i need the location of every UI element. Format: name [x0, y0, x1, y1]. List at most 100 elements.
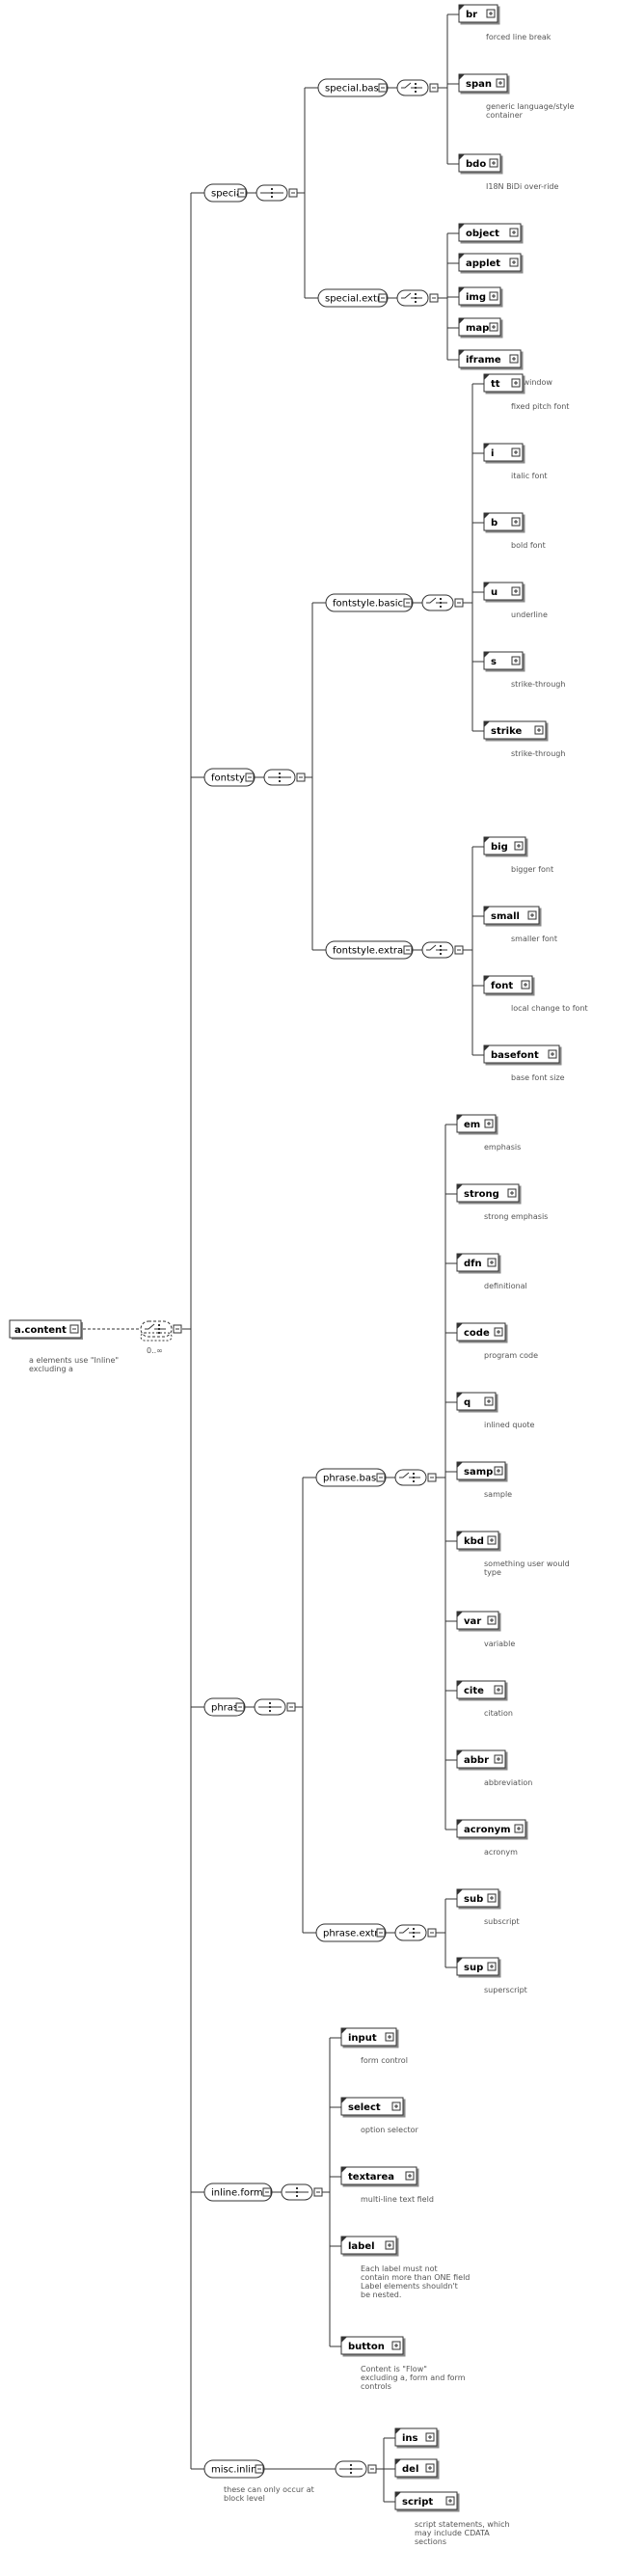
- compositor-misc-inline[interactable]: [335, 2460, 377, 2478]
- expand-icon[interactable]: [494, 1327, 503, 1337]
- root-choice-compositor[interactable]: [140, 1320, 182, 1338]
- collapse-icon[interactable]: [454, 945, 464, 955]
- element-sub[interactable]: sub: [456, 1888, 501, 1910]
- element-map[interactable]: map: [458, 317, 503, 339]
- element-select[interactable]: select: [340, 2097, 406, 2118]
- expand-icon[interactable]: [534, 725, 544, 735]
- compositor-fontstyle-basic[interactable]: [421, 594, 464, 611]
- compositor-special-basic[interactable]: [396, 79, 439, 96]
- expand-icon[interactable]: [487, 1535, 497, 1545]
- expand-icon[interactable]: [548, 1049, 557, 1059]
- compositor-special-extra[interactable]: [396, 289, 439, 307]
- collapse-icon[interactable]: [378, 83, 388, 93]
- element-br[interactable]: br: [458, 4, 500, 25]
- element-sup[interactable]: sup: [456, 1957, 501, 1978]
- collapse-icon[interactable]: [262, 2187, 272, 2197]
- collapse-icon[interactable]: [245, 773, 255, 782]
- expand-icon[interactable]: [527, 910, 537, 920]
- expand-icon[interactable]: [509, 354, 519, 364]
- expand-icon[interactable]: [509, 258, 519, 267]
- collapse-icon[interactable]: [296, 773, 306, 782]
- expand-icon[interactable]: [494, 1685, 503, 1695]
- element-span[interactable]: span: [458, 73, 510, 95]
- compositor-phrase-basic[interactable]: [394, 1469, 437, 1486]
- collapse-icon[interactable]: [429, 83, 439, 93]
- expand-icon[interactable]: [509, 228, 519, 237]
- expand-icon[interactable]: [489, 158, 498, 168]
- expand-icon[interactable]: [511, 656, 521, 665]
- compositor-fontstyle[interactable]: [263, 769, 306, 786]
- element-strong[interactable]: strong: [456, 1183, 522, 1205]
- element-var[interactable]: var: [456, 1611, 501, 1632]
- group-misc-inline[interactable]: misc.inline: [203, 2459, 265, 2479]
- compositor-phrase-extra[interactable]: [394, 1924, 437, 1941]
- expand-icon[interactable]: [487, 1893, 497, 1903]
- group-inline-forms[interactable]: inline.forms: [203, 2183, 273, 2202]
- expand-icon[interactable]: [405, 2171, 415, 2181]
- element-dfn[interactable]: dfn: [456, 1253, 501, 1274]
- element-img[interactable]: img: [458, 286, 503, 308]
- collapse-icon[interactable]: [367, 2464, 377, 2474]
- expand-icon[interactable]: [496, 78, 505, 88]
- subgroup-phrase-basic[interactable]: phrase.basic: [315, 1468, 387, 1487]
- collapse-icon[interactable]: [235, 1702, 245, 1712]
- element-ins[interactable]: ins: [394, 2427, 440, 2449]
- expand-icon[interactable]: [391, 2341, 401, 2350]
- collapse-icon[interactable]: [288, 188, 298, 198]
- element-u[interactable]: u: [483, 582, 525, 603]
- collapse-icon[interactable]: [237, 188, 247, 198]
- element-label[interactable]: label: [340, 2236, 399, 2257]
- element-object[interactable]: object: [458, 223, 524, 244]
- expand-icon[interactable]: [385, 2240, 394, 2250]
- element-script[interactable]: script: [394, 2491, 460, 2512]
- element-code[interactable]: code: [456, 1322, 508, 1343]
- collapse-icon[interactable]: [173, 1324, 182, 1334]
- expand-icon[interactable]: [484, 1396, 494, 1406]
- element-iframe[interactable]: iframe: [458, 349, 524, 370]
- element-acronym[interactable]: acronym: [456, 1819, 528, 1840]
- expand-icon[interactable]: [514, 1824, 524, 1833]
- element-s[interactable]: s: [483, 651, 525, 672]
- root-element-a-content[interactable]: a.content: [9, 1319, 83, 1340]
- collapse-icon[interactable]: [378, 293, 388, 303]
- expand-icon[interactable]: [425, 2432, 435, 2442]
- element-samp[interactable]: samp: [456, 1461, 508, 1482]
- compositor-fontstyle-extra[interactable]: [421, 941, 464, 959]
- collapse-icon[interactable]: [403, 598, 413, 608]
- collapse-icon[interactable]: [427, 1928, 437, 1938]
- expand-icon[interactable]: [511, 378, 521, 388]
- subgroup-phrase-extra[interactable]: phrase.extra: [315, 1923, 387, 1942]
- subgroup-fontstyle-extra[interactable]: fontstyle.extra: [325, 940, 414, 960]
- collapse-icon[interactable]: [403, 945, 413, 955]
- collapse-icon[interactable]: [454, 598, 464, 608]
- element-abbr[interactable]: abbr: [456, 1749, 508, 1771]
- expand-icon[interactable]: [521, 980, 530, 990]
- expand-icon[interactable]: [514, 841, 524, 851]
- element-bdo[interactable]: bdo: [458, 153, 503, 175]
- collapse-icon[interactable]: [69, 1324, 79, 1334]
- element-strike[interactable]: strike: [483, 720, 549, 742]
- element-tt[interactable]: tt: [483, 373, 525, 394]
- element-em[interactable]: em: [456, 1114, 498, 1135]
- expand-icon[interactable]: [486, 9, 496, 18]
- collapse-icon[interactable]: [313, 2187, 323, 2197]
- expand-icon[interactable]: [494, 1754, 503, 1764]
- element-small[interactable]: small: [483, 906, 542, 927]
- expand-icon[interactable]: [494, 1466, 503, 1476]
- element-big[interactable]: big: [483, 836, 528, 857]
- collapse-icon[interactable]: [255, 2464, 264, 2474]
- group-phrase[interactable]: phrase: [203, 1697, 246, 1717]
- expand-icon[interactable]: [489, 322, 498, 332]
- collapse-icon[interactable]: [376, 1473, 386, 1482]
- expand-icon[interactable]: [445, 2496, 455, 2506]
- subgroup-special-extra[interactable]: special.extra: [317, 288, 389, 308]
- element-cite[interactable]: cite: [456, 1680, 508, 1701]
- element-b[interactable]: b: [483, 512, 525, 533]
- expand-icon[interactable]: [385, 2032, 394, 2042]
- subgroup-fontstyle-basic[interactable]: fontstyle.basic: [325, 593, 414, 612]
- expand-icon[interactable]: [507, 1188, 517, 1198]
- group-fontstyle[interactable]: fontstyle: [203, 768, 256, 787]
- element-font[interactable]: font: [483, 975, 535, 996]
- expand-icon[interactable]: [487, 1615, 497, 1625]
- subgroup-special-basic[interactable]: special.basic: [317, 78, 389, 97]
